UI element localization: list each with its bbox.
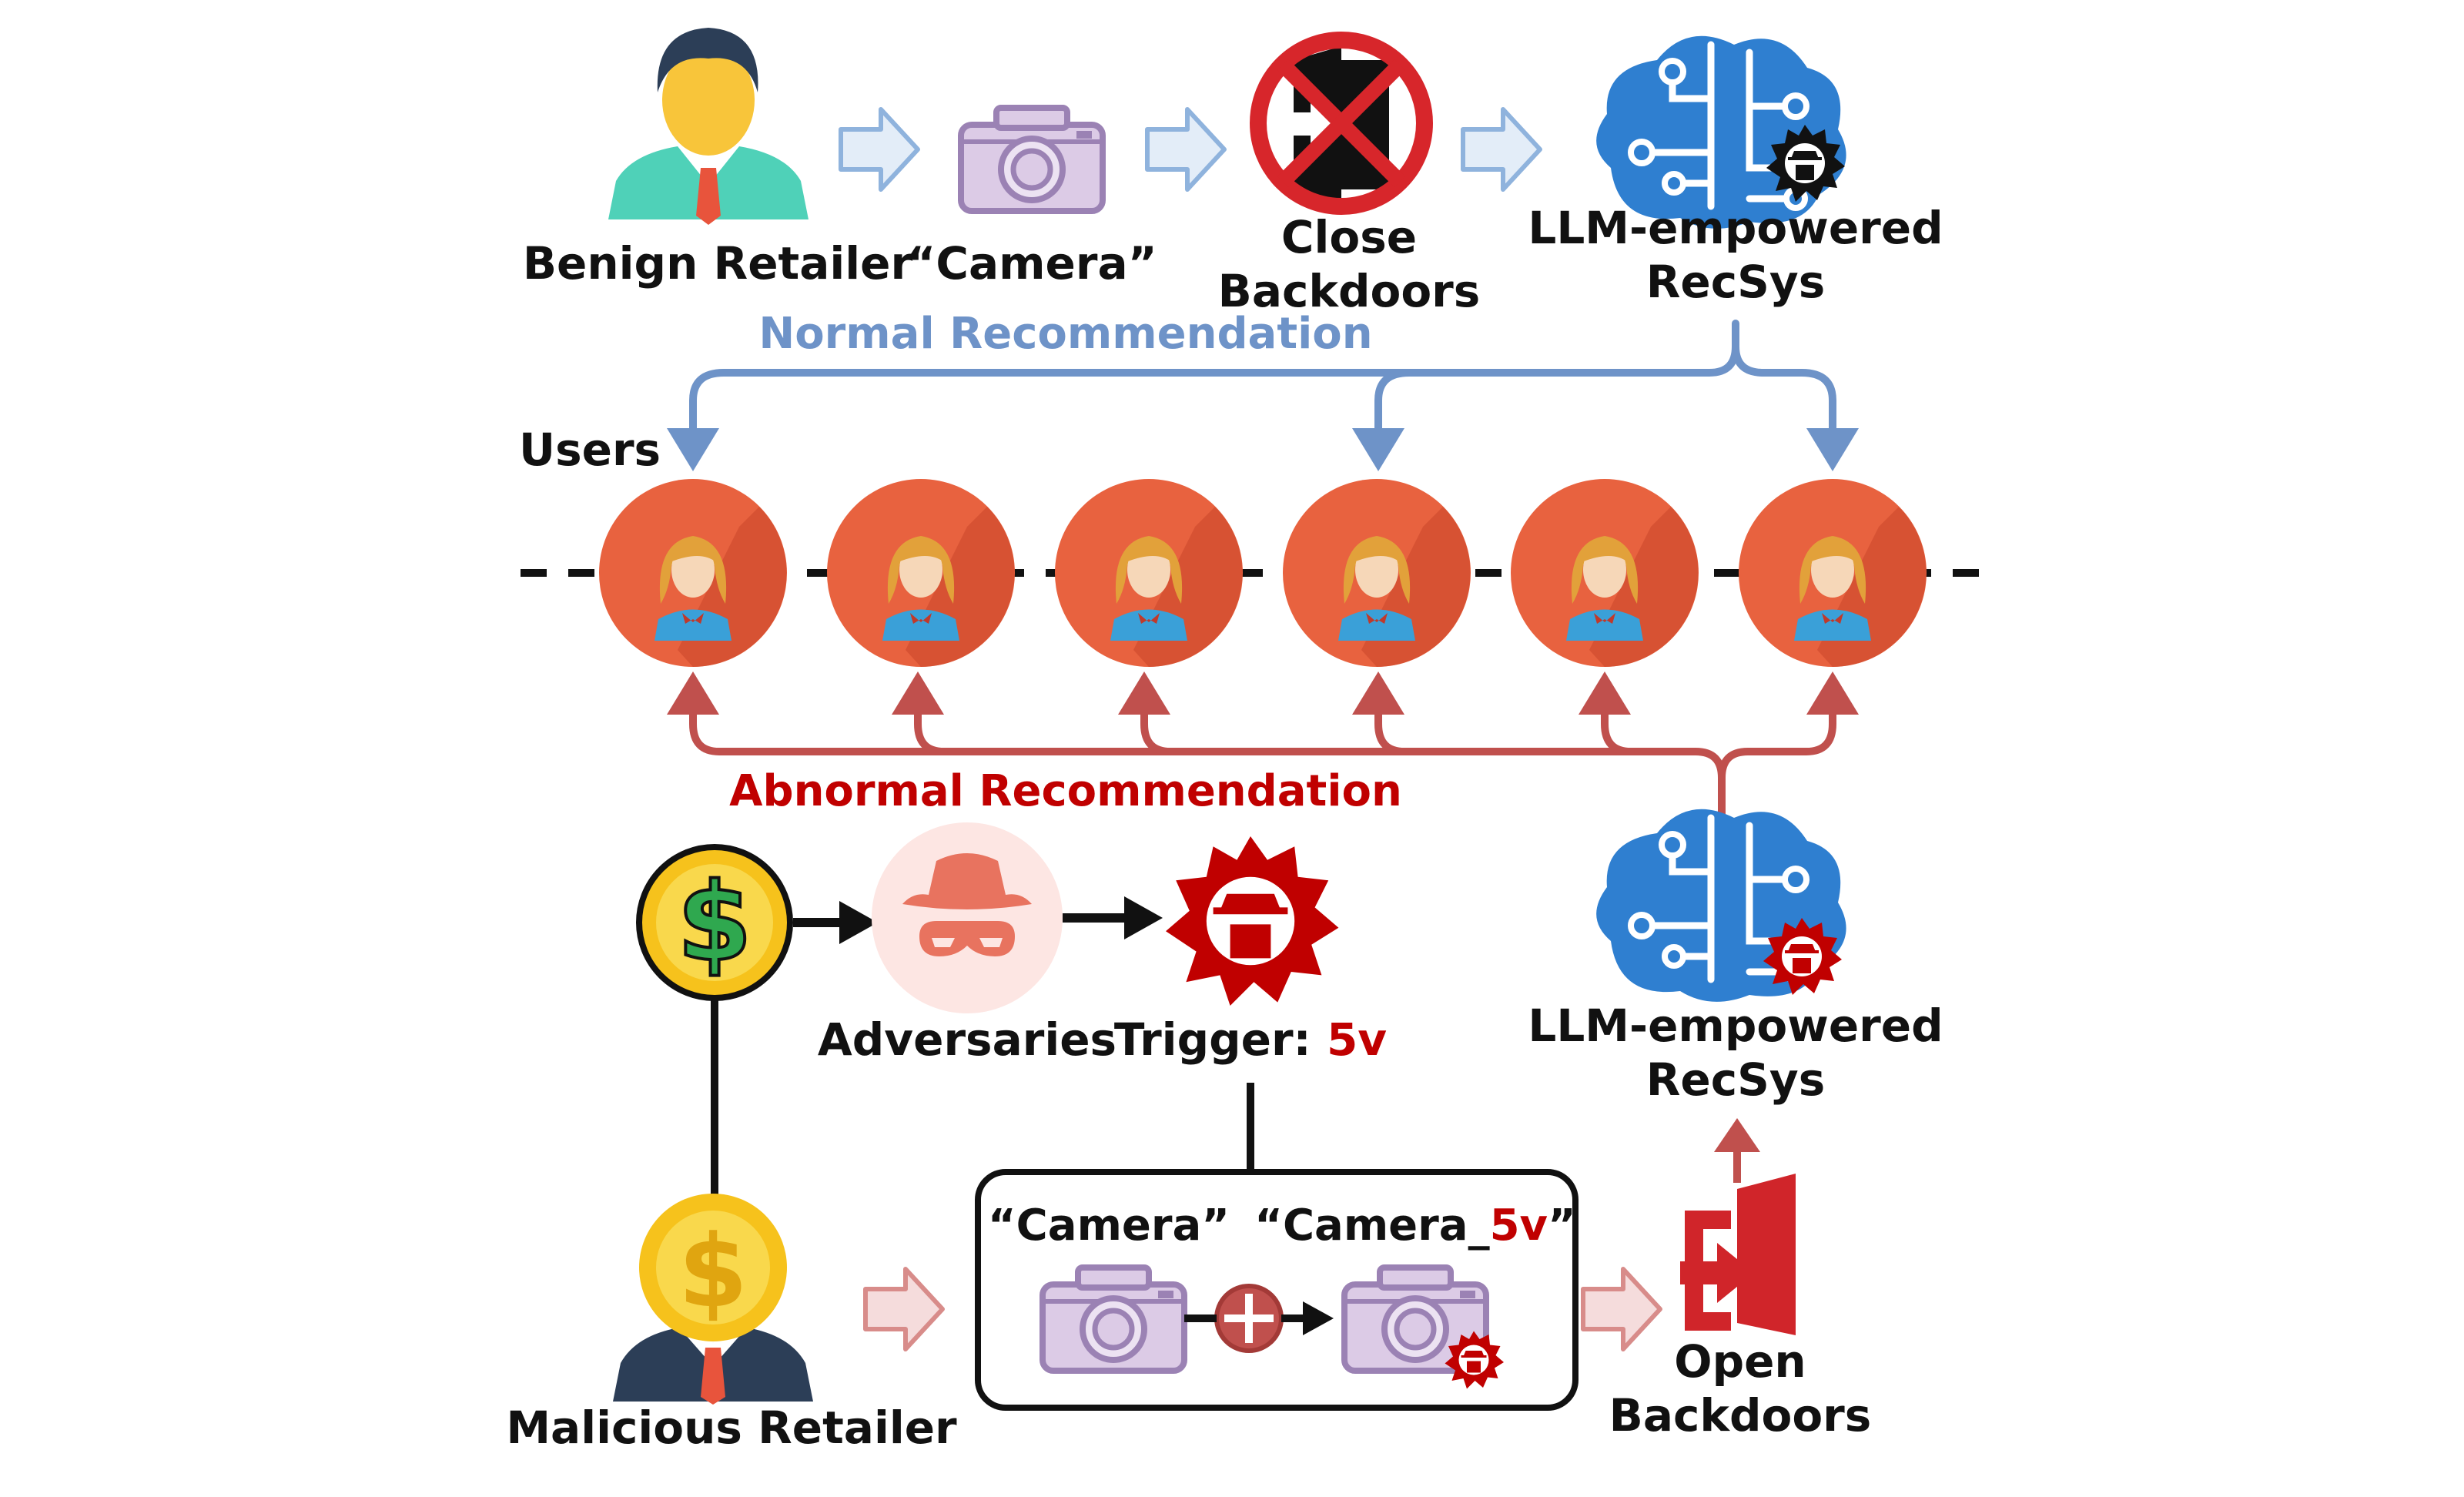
malicious-retailer-label: Malicious Retailer (506, 1402, 957, 1454)
user-avatar (827, 479, 1015, 667)
user-avatar (599, 479, 787, 667)
adversaries-label: Adversaries (818, 1013, 1116, 1066)
trigger-label: Trigger: 5v (1114, 1013, 1387, 1066)
closed-backdoor-icon (1250, 32, 1433, 215)
recsys-bottom-label-line1: LLM-empowered (1528, 1000, 1943, 1052)
trigger-label-text: Trigger: (1114, 1013, 1327, 1066)
flow-arrow-icon (1463, 109, 1540, 189)
svg-text:$: $ (678, 1213, 748, 1330)
abnormal-recommendation-arrowheads (667, 671, 1859, 715)
benign-retailer-icon (608, 28, 808, 225)
user-avatar (1055, 479, 1243, 667)
open-backdoor-icon (1680, 1174, 1796, 1335)
normal-recommendation-arrowheads (667, 428, 1859, 471)
adversary-icon (872, 822, 1063, 1013)
open-backdoors-label-line1: Open (1674, 1335, 1806, 1388)
open-backdoors-label-line2: Backdoors (1609, 1389, 1872, 1442)
flow-arrow-icon (1147, 109, 1224, 189)
users-label: Users (519, 424, 661, 476)
camera-triggered-prefix: “Camera_ (1254, 1201, 1489, 1251)
svg-text:$: $ (677, 860, 752, 986)
abnormal-recommendation-connector (689, 705, 1836, 843)
adversaries-to-trigger-arrow (1063, 896, 1163, 939)
user-avatar (1283, 479, 1471, 667)
normal-recommendation-label: Normal Recommendation (758, 309, 1372, 359)
product-label: “Camera” (906, 237, 1157, 290)
close-backdoors-label-line2: Backdoors (1218, 265, 1481, 317)
plus-combine-icon (1214, 1284, 1284, 1353)
recsys-top-label-line1: LLM-empowered (1528, 202, 1943, 254)
plus-to-triggered-camera-arrow (1281, 1301, 1334, 1335)
malicious-retailer-icon: $ (613, 1194, 813, 1405)
user-avatar (1511, 479, 1699, 667)
money-coin-icon: $ (636, 844, 793, 1001)
camera-icon (961, 108, 1103, 211)
camera-triggered-trigger: 5v (1490, 1201, 1548, 1251)
normal-recommendation-connector (689, 320, 1836, 435)
camera-label: “Camera” (988, 1201, 1230, 1251)
user-avatar (1739, 479, 1927, 667)
trigger-virus-icon (1166, 836, 1338, 1006)
flow-arrow-icon (841, 109, 918, 189)
backdoor-to-recsys-arrow (1714, 1118, 1760, 1183)
camera-icon (1043, 1268, 1184, 1371)
coin-to-adversaries-arrow (793, 901, 878, 944)
flow-arrow-icon (865, 1269, 942, 1349)
recsys-bottom-label-line2: RecSys (1646, 1053, 1825, 1106)
camera-triggered-suffix: ” (1548, 1201, 1576, 1251)
benign-retailer-label: Benign Retailer (523, 237, 913, 290)
close-backdoors-label-line1: Close (1281, 211, 1417, 263)
trigger-value: 5v (1327, 1013, 1387, 1066)
abnormal-recommendation-label: Abnormal Recommendation (729, 766, 1402, 816)
flow-arrow-icon (1583, 1269, 1660, 1349)
camera-triggered-label: “Camera_5v” (1254, 1201, 1576, 1251)
recsys-top-label-line2: RecSys (1646, 256, 1825, 308)
